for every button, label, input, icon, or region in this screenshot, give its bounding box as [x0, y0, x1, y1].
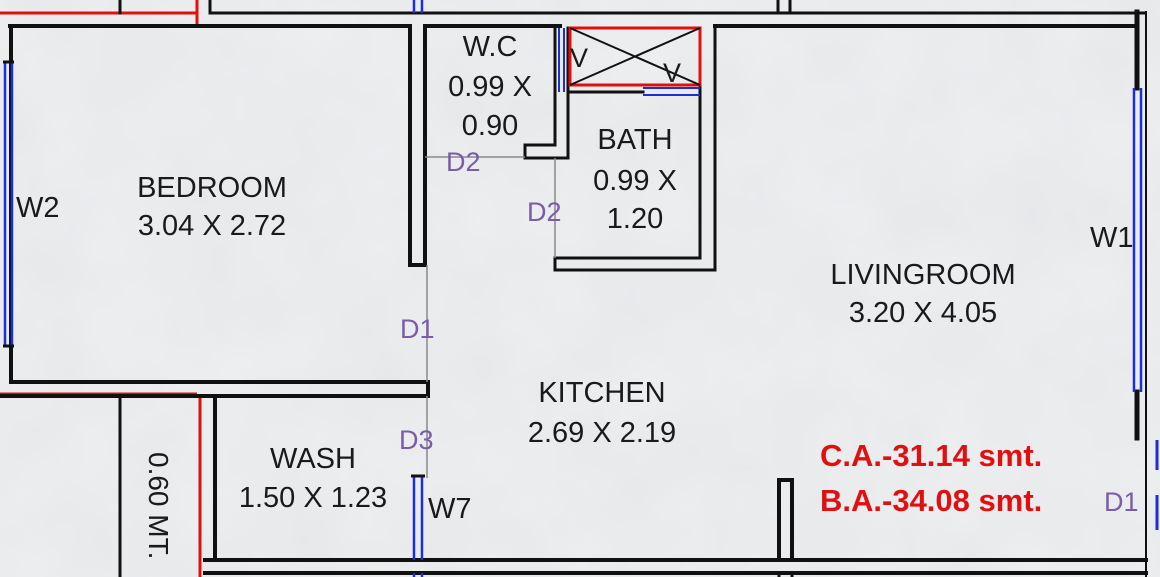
carpet-area-label: C.A.-31.14 smt.	[820, 438, 1042, 473]
livingroom-name: LIVINGROOM	[830, 259, 1015, 291]
passage-width-label: 0.60 MT.	[143, 452, 174, 559]
vent-label-top: V	[570, 43, 588, 73]
window-w1-label: W1	[1090, 222, 1134, 254]
wash-name: WASH	[270, 443, 356, 475]
door-d2-bath-label: D2	[527, 197, 562, 227]
bath-name: BATH	[597, 124, 672, 156]
window-w2-label: W2	[16, 192, 60, 224]
door-lines	[425, 156, 556, 478]
wash-size: 1.50 X 1.23	[239, 482, 387, 514]
window-wc-frame	[558, 28, 565, 92]
bath-size-line2: 1.20	[607, 203, 663, 235]
built-up-area-label: B.A.-34.08 smt.	[820, 483, 1042, 518]
door-d1-entry-label: D1	[1104, 487, 1139, 517]
door-d3-label: D3	[399, 425, 434, 455]
livingroom-size: 3.20 X 4.05	[849, 297, 997, 329]
kitchen-size: 2.69 X 2.19	[528, 417, 676, 449]
wc-name: W.C	[463, 31, 518, 63]
window-w2-frame	[3, 60, 14, 348]
kitchen-name: KITCHEN	[538, 377, 665, 409]
window-w7-frame	[411, 474, 425, 560]
wc-size-line2: 0.90	[462, 110, 518, 142]
door-d2-wc-label: D2	[446, 147, 481, 177]
windows	[3, 0, 1159, 577]
wc-size-line1: 0.99 X	[448, 71, 532, 103]
window-top-frame	[412, 0, 424, 577]
window-w1-frame	[1132, 88, 1143, 392]
ventilation-duct	[568, 26, 702, 87]
window-w7-label: W7	[428, 493, 472, 525]
bedroom-name: BEDROOM	[137, 172, 287, 204]
bath-size-line1: 0.99 X	[593, 165, 677, 197]
vent-label-duct: V	[663, 58, 681, 88]
window-bath-frame	[643, 87, 700, 96]
door-d1-kitchen-label: D1	[400, 314, 435, 344]
bedroom-size: 3.04 X 2.72	[138, 210, 286, 242]
